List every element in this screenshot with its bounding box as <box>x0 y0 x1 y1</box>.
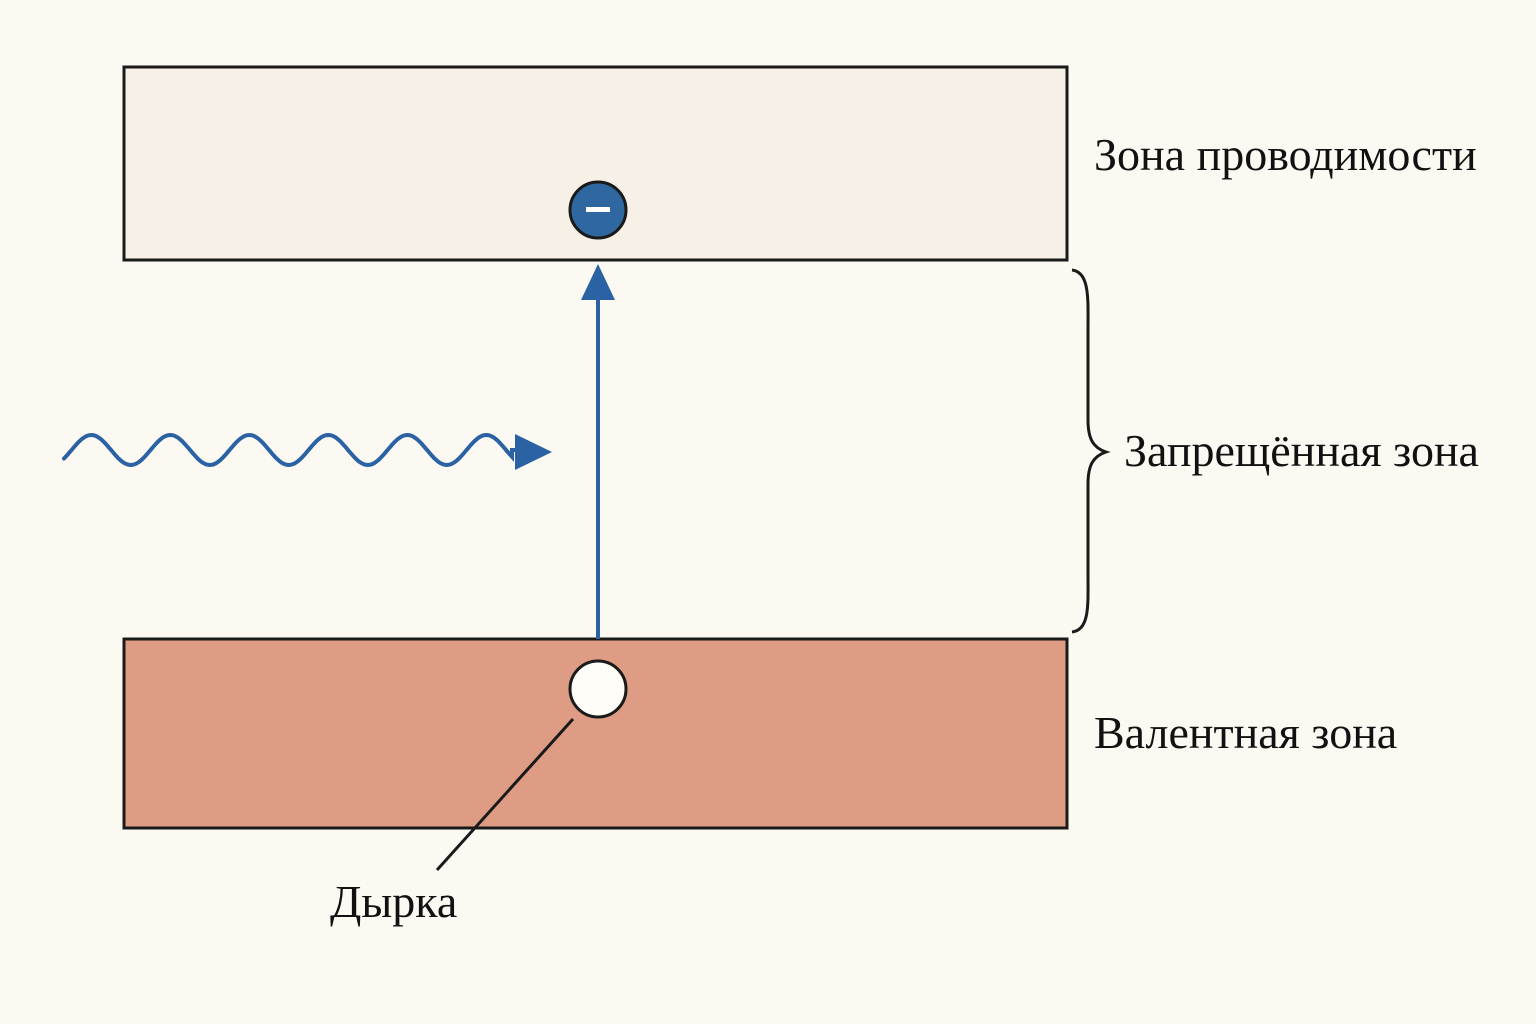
hole-pointer-line <box>435 717 575 872</box>
photon-wave-arrow-icon <box>62 432 552 470</box>
valence-band-label: Валентная зона <box>1094 707 1397 758</box>
band-gap-brace <box>1071 268 1111 634</box>
excitation-arrow-head <box>581 264 615 300</box>
band-gap-label: Запрещённая зона <box>1124 425 1479 476</box>
hole-label: Дырка <box>330 876 457 927</box>
electron-minus-icon <box>568 180 628 240</box>
hole-circle <box>568 659 628 719</box>
conduction-band-label: Зона проводимости <box>1094 129 1477 180</box>
